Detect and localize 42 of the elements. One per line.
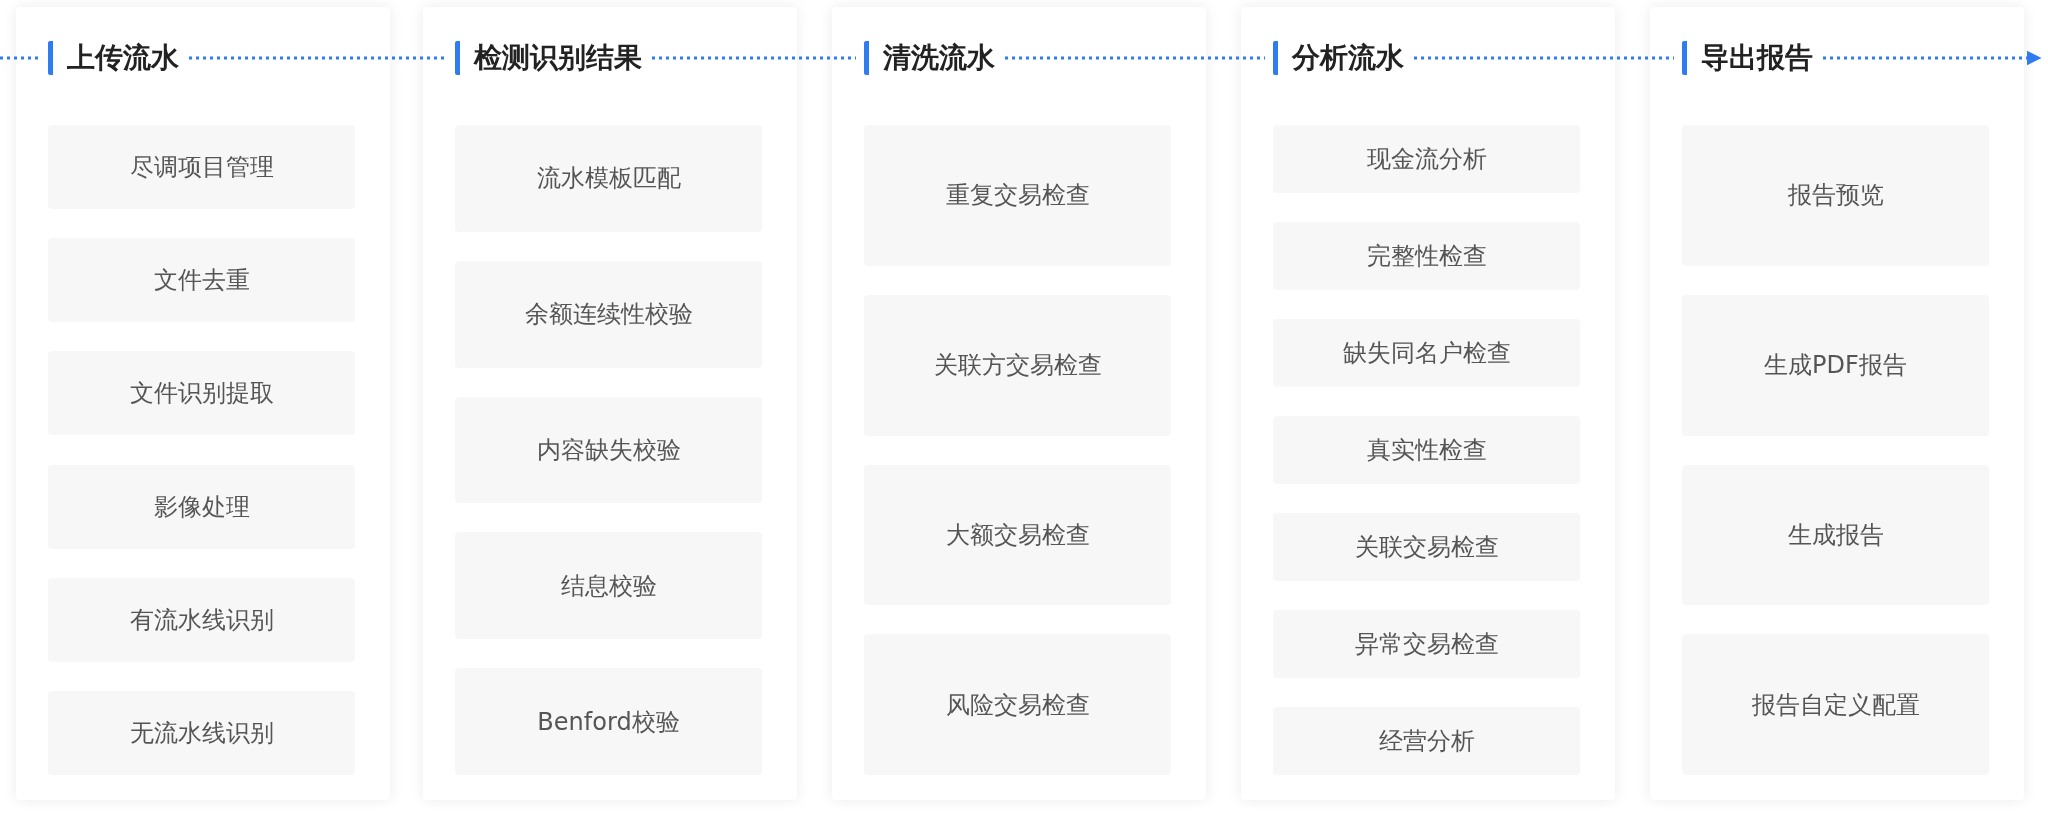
card-background xyxy=(423,7,797,800)
stage-heading: 分析流水 xyxy=(1273,41,1404,75)
step-item: 报告自定义配置 xyxy=(1682,634,1989,775)
step-item: 报告预览 xyxy=(1682,125,1989,266)
card-background xyxy=(16,7,390,800)
step-item: 异常交易检查 xyxy=(1273,610,1580,678)
step-item: Benford校验 xyxy=(455,668,762,775)
step-item: 结息校验 xyxy=(455,532,762,640)
step-item: 重复交易检查 xyxy=(864,125,1171,266)
stage-heading: 检测识别结果 xyxy=(455,41,642,75)
card-background xyxy=(1650,7,2024,800)
step-item: 风险交易检查 xyxy=(864,634,1171,775)
step-item: 完整性检查 xyxy=(1273,222,1580,290)
dotted-connector xyxy=(189,56,447,60)
step-item: 生成报告 xyxy=(1682,464,1989,606)
card-background xyxy=(1241,7,1615,800)
step-item: 影像处理 xyxy=(48,464,355,549)
step-item: 缺失同名户检查 xyxy=(1273,319,1580,387)
card-background xyxy=(832,7,1206,800)
stage-heading: 上传流水 xyxy=(48,41,179,75)
step-item: 余额连续性校验 xyxy=(455,260,762,368)
step-item: 真实性检查 xyxy=(1273,416,1580,484)
arrow xyxy=(1823,50,2042,66)
step-item: 尽调项目管理 xyxy=(48,125,355,210)
step-item: 大额交易检查 xyxy=(864,464,1171,606)
stage-heading: 导出报告 xyxy=(1682,41,1813,75)
step-item: 生成PDF报告 xyxy=(1682,294,1989,436)
dotted-connector xyxy=(0,56,40,60)
step-item: 内容缺失校验 xyxy=(455,396,762,504)
step-item: 现金流分析 xyxy=(1273,125,1580,193)
dotted-connector xyxy=(1414,56,1674,60)
step-item: 流水模板匹配 xyxy=(455,125,762,232)
step-item: 有流水线识别 xyxy=(48,577,355,662)
step-item: 文件去重 xyxy=(48,238,355,323)
stage-heading: 清洗流水 xyxy=(864,41,995,75)
step-item: 关联方交易检查 xyxy=(864,294,1171,436)
dotted-connector xyxy=(652,56,856,60)
step-item: 关联交易检查 xyxy=(1273,513,1580,581)
step-item: 经营分析 xyxy=(1273,707,1580,775)
dotted-connector xyxy=(1005,56,1265,60)
step-item: 文件识别提取 xyxy=(48,351,355,436)
step-item: 无流水线识别 xyxy=(48,690,355,775)
